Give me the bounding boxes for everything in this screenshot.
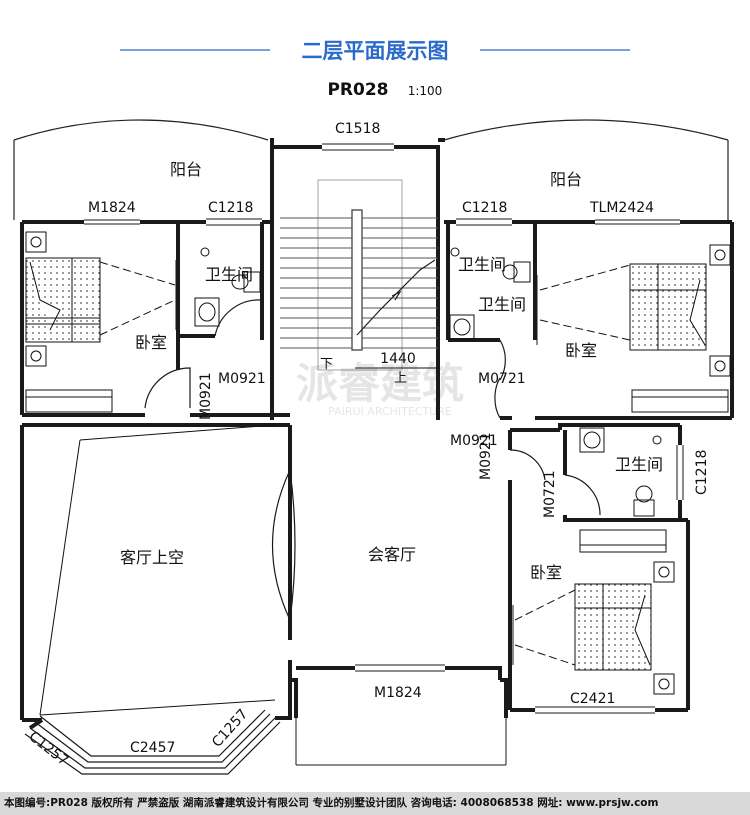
bath-mid-b-label: 卫生间 (478, 295, 526, 314)
walls (20, 138, 734, 730)
label-c1218-left: C1218 (208, 200, 253, 216)
svg-text:PAIRUI ARCHITECTURE: PAIRUI ARCHITECTURE (328, 405, 452, 418)
header: 二层平面展示图 PR028 1:100 (120, 39, 630, 100)
watermark: 派睿建筑 PAIRUI ARCHITECTURE (296, 359, 464, 418)
balcony-right-label: 阳台 (550, 170, 582, 189)
label-m1824-top: M1824 (88, 200, 136, 216)
stair-down-label: 下 (320, 357, 333, 372)
windows (84, 143, 684, 766)
stair-up-label: 上 (394, 371, 407, 386)
svg-text:派睿建筑: 派睿建筑 (296, 359, 464, 408)
label-c1218-right-v: C1218 (694, 450, 710, 495)
label-m1824-bottom: M1824 (374, 685, 422, 701)
bedroom-left-label: 卧室 (135, 333, 167, 352)
tv-lines (99, 261, 631, 666)
bed-right-lower (574, 561, 675, 695)
bed-right-upper (629, 244, 731, 377)
label-c2457: C2457 (130, 740, 175, 756)
bath-right-label: 卫生间 (615, 455, 663, 474)
wardrobes (25, 389, 729, 553)
label-m0921-b: M0921 (450, 433, 498, 449)
bay-window (24, 709, 281, 775)
lounge-label: 会客厅 (368, 545, 416, 564)
label-c1518: C1518 (335, 121, 380, 137)
plan-code: PR028 (327, 80, 388, 100)
balcony-left-label: 阳台 (170, 160, 202, 179)
plan-scale: 1:100 (408, 84, 443, 98)
bath-mid-a-label: 卫生间 (458, 255, 506, 274)
label-m0921-b-v: M0921 (478, 432, 494, 480)
doors (144, 299, 601, 621)
bath-left-label: 卫生间 (205, 265, 253, 284)
bath-fixtures (194, 247, 662, 517)
living-void-label: 客厅上空 (120, 548, 184, 567)
bed-left (25, 231, 101, 367)
staircase (280, 179, 438, 371)
footer-copyright: 本图编号:PR028 版权所有 严禁盗版 湖南派睿建筑设计有限公司 专业的别墅设… (0, 792, 750, 815)
stair-width-dim: 1440 (380, 351, 416, 367)
balcony-outline (13, 119, 729, 220)
label-c1218-mid: C1218 (462, 200, 507, 216)
bedroom-right-lower-label: 卧室 (530, 563, 562, 582)
plan-title: 二层平面展示图 (302, 39, 449, 63)
bedroom-right-upper-label: 卧室 (565, 341, 597, 360)
label-m0721-a: M0721 (478, 371, 526, 387)
label-m0721-v: M0721 (542, 470, 558, 518)
label-m0921-a: M0921 (218, 371, 266, 387)
label-c2421: C2421 (570, 691, 615, 707)
room-labels: 阳台 阳台 卫生间 卫生间 卫生间 卫生间 卧室 卧室 卧室 客厅上空 会客厅 (120, 160, 663, 582)
label-tlm2424: TLM2424 (589, 200, 654, 216)
label-m0921-v: M0921 (198, 372, 214, 420)
living-void-lines (39, 424, 276, 716)
